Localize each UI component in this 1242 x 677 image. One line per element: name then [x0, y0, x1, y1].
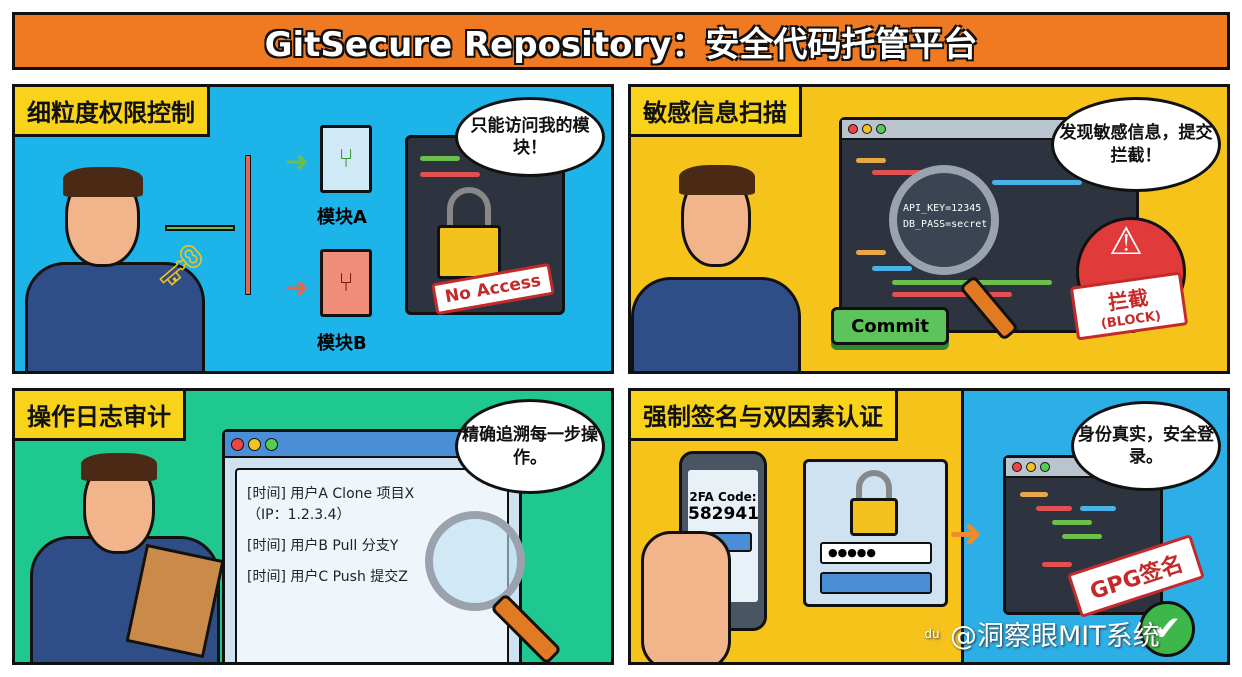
- speech-bubble: 只能访问我的模块！: [455, 97, 605, 177]
- title-banner: GitSecure Repository：安全代码托管平台: [12, 12, 1230, 70]
- log-entry: [时间] 用户B Pull 分支Y: [247, 538, 399, 554]
- module-b-file-icon: ⑂: [320, 249, 372, 317]
- page-title: GitSecure Repository：安全代码托管平台: [264, 24, 978, 65]
- checkmark-icon: ✔: [1139, 601, 1195, 657]
- panel-audit: 操作日志审计 [时间] 用户A Clone 项目X （IP：1.2.3.4） […: [12, 388, 614, 665]
- person-hair: [63, 167, 143, 197]
- magnifier-lens: API_KEY=12345 DB_PASS=secret: [889, 165, 999, 275]
- log-entry: （IP：1.2.3.4）: [247, 507, 351, 523]
- login-card: ●●●●●: [803, 459, 948, 607]
- branch-line: [245, 155, 251, 295]
- 2fa-code: 582941: [688, 504, 759, 524]
- person-hair: [81, 453, 157, 481]
- speech-bubble: 身份真实，安全登录。: [1071, 401, 1221, 491]
- panel-label: 操作日志审计: [15, 391, 186, 441]
- log-entry: [时间] 用户A Clone 项目X: [247, 486, 415, 502]
- arrow-right-icon: ➜: [285, 145, 309, 178]
- arrow-right-icon: ➜: [285, 271, 309, 304]
- panel-label: 敏感信息扫描: [631, 87, 802, 137]
- path-line: [165, 225, 235, 231]
- module-a-file-icon: ⑂: [320, 125, 372, 193]
- lock-icon: [850, 498, 898, 536]
- person-hair: [679, 165, 755, 195]
- warning-icon: ⚠: [1109, 219, 1144, 263]
- log-entry: [时间] 用户C Push 提交Z: [247, 569, 408, 585]
- lock-shackle: [447, 187, 491, 227]
- speech-bubble: 发现敏感信息，提交拦截！: [1051, 97, 1221, 192]
- magnifier-lens: [425, 511, 525, 611]
- panel-permissions: 细粒度权限控制 🗝 ➜ ➜ ⑂ 模块A ⑂ 模块B No Access 只能访问…: [12, 84, 614, 374]
- key-icon: 🗝: [155, 243, 206, 289]
- login-button[interactable]: [820, 572, 932, 594]
- panel-scan: 敏感信息扫描 API_KEY=12345 DB_PASS=secret ⚠ 拦截…: [628, 84, 1230, 374]
- panel-signing: 强制签名与双因素认证 2FA Code: 582941 ●●●●● ➜ GPG签…: [628, 388, 1230, 665]
- paw-logo-icon: du: [918, 619, 946, 648]
- hand: [641, 531, 731, 662]
- commit-button[interactable]: Commit: [831, 307, 949, 345]
- panel-label: 强制签名与双因素认证: [631, 391, 898, 441]
- 2fa-code-label: 2FA Code:: [689, 490, 757, 504]
- arrow-right-icon: ➜: [949, 511, 983, 557]
- module-a-label: 模块A: [317, 207, 367, 228]
- panel-label: 细粒度权限控制: [15, 87, 210, 137]
- module-b-label: 模块B: [317, 333, 367, 354]
- password-input[interactable]: ●●●●●: [820, 542, 932, 564]
- watermark: du @洞察眼MIT系统: [918, 614, 1160, 653]
- secret-line-2: DB_PASS=secret: [903, 219, 988, 230]
- speech-bubble: 精确追溯每一步操作。: [455, 399, 605, 494]
- lock-icon: [437, 225, 501, 279]
- person-figure: [631, 277, 801, 371]
- secret-line-1: API_KEY=12345: [903, 203, 982, 214]
- watermark-text: @洞察眼MIT系统: [950, 621, 1160, 652]
